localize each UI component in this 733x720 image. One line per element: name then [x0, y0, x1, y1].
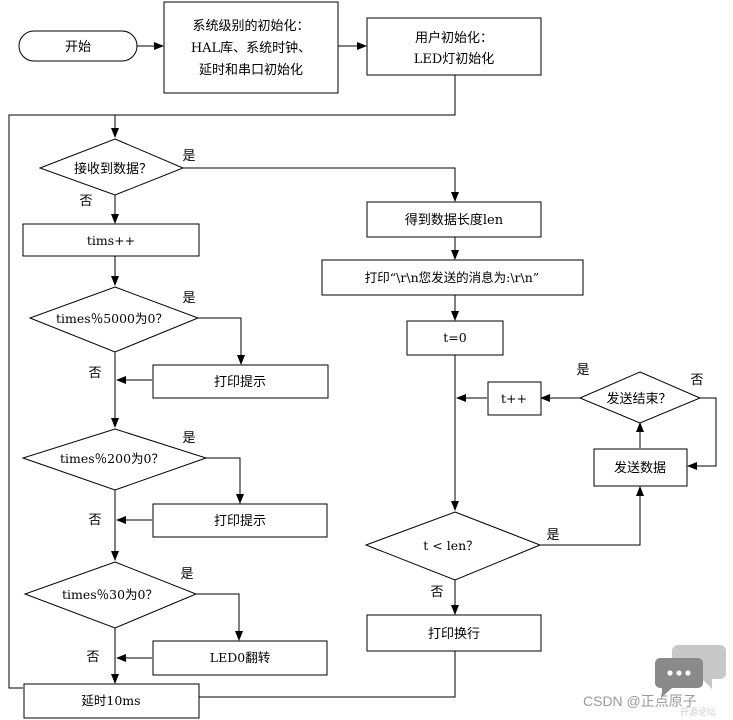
print-tip-node-2: 打印提示	[152, 503, 328, 538]
send-data-node: 发送数据	[593, 448, 688, 487]
yes-label: 是	[546, 528, 559, 543]
watermark-faint-text: 开源论坛	[680, 706, 716, 717]
print-tip-node-1: 打印提示	[152, 364, 329, 399]
svg-text:LED灯初始化: LED灯初始化	[414, 52, 495, 67]
start-node: 开始	[18, 30, 138, 62]
yes-label: 是	[182, 431, 195, 446]
svg-text:延时和串口初始化: 延时和串口初始化	[199, 63, 303, 78]
svg-text:times％5000为0？: times％5000为0？	[56, 311, 168, 326]
times-mod-5000-decision: times％5000为0？	[28, 286, 200, 353]
no-label: 否	[79, 194, 92, 209]
connectors	[8, 42, 717, 698]
chat-bubble-icon	[655, 645, 726, 697]
print-newline-node: 打印换行	[366, 614, 542, 652]
no-label: 否	[86, 650, 99, 665]
svg-text:打印换行: 打印换行	[428, 627, 480, 642]
yes-label: 是	[182, 149, 195, 164]
svg-text:t < len？: t < len？	[423, 538, 478, 553]
watermark: CSDN @正点原子 开源论坛	[583, 645, 726, 717]
svg-text:t++: t++	[501, 391, 527, 406]
svg-text:打印“\r\n您发送的消息为:\r\n”: 打印“\r\n您发送的消息为:\r\n”	[365, 270, 539, 285]
svg-text:tims++: tims++	[87, 233, 135, 248]
svg-text:打印提示: 打印提示	[214, 374, 266, 390]
yes-label: 是	[182, 291, 195, 306]
svg-text:LED0翻转: LED0翻转	[210, 650, 270, 665]
svg-text:系统级别的初始化：: 系统级别的初始化：	[192, 18, 309, 34]
no-label: 否	[430, 585, 443, 600]
no-label: 否	[88, 366, 101, 381]
svg-text:打印提示: 打印提示	[214, 513, 266, 529]
svg-text:用户初始化：: 用户初始化：	[415, 30, 493, 46]
svg-text:发送结束？: 发送结束？	[606, 391, 671, 407]
times-mod-30-decision: times％30为0？	[23, 561, 198, 629]
svg-text:开始: 开始	[65, 40, 91, 55]
t-increment-node: t++	[487, 381, 542, 416]
tims-increment-node: tims++	[22, 223, 200, 257]
svg-text:times％200为0？: times％200为0？	[60, 451, 164, 466]
svg-text:t=0: t=0	[443, 330, 466, 345]
yes-label: 是	[180, 567, 193, 582]
times-mod-200-decision: times％200为0？	[21, 428, 208, 491]
system-init-node: 系统级别的初始化： HAL库、系统时钟、 延时和串口初始化	[163, 1, 339, 94]
edge-labels: 是 否 是 否 是 否 是 否 是 否 是 否	[79, 149, 703, 665]
svg-text:发送数据: 发送数据	[614, 460, 666, 476]
no-label: 否	[690, 373, 703, 388]
no-label: 否	[88, 513, 101, 528]
t-zero-node: t=0	[406, 320, 504, 356]
user-init-node: 用户初始化： LED灯初始化	[366, 17, 542, 76]
watermark-text: CSDN @正点原子	[583, 693, 697, 709]
get-length-node: 得到数据长度len	[366, 201, 542, 238]
svg-text:延时10ms: 延时10ms	[81, 693, 140, 708]
led-toggle-node: LED0翻转	[152, 640, 328, 676]
print-message-node: 打印“\r\n您发送的消息为:\r\n”	[321, 259, 584, 296]
receive-data-decision: 接收到数据？	[38, 138, 185, 196]
delay-node: 延时10ms	[23, 683, 200, 719]
svg-text:times％30为0？: times％30为0？	[62, 587, 158, 602]
yes-label: 是	[576, 363, 589, 378]
svg-text:HAL库、系统时钟、: HAL库、系统时钟、	[191, 40, 311, 56]
send-done-decision: 发送结束？	[578, 371, 702, 424]
t-less-than-len-decision: t < len？	[364, 511, 542, 581]
svg-text:得到数据长度len: 得到数据长度len	[405, 212, 504, 228]
svg-text:接收到数据？: 接收到数据？	[74, 161, 152, 177]
